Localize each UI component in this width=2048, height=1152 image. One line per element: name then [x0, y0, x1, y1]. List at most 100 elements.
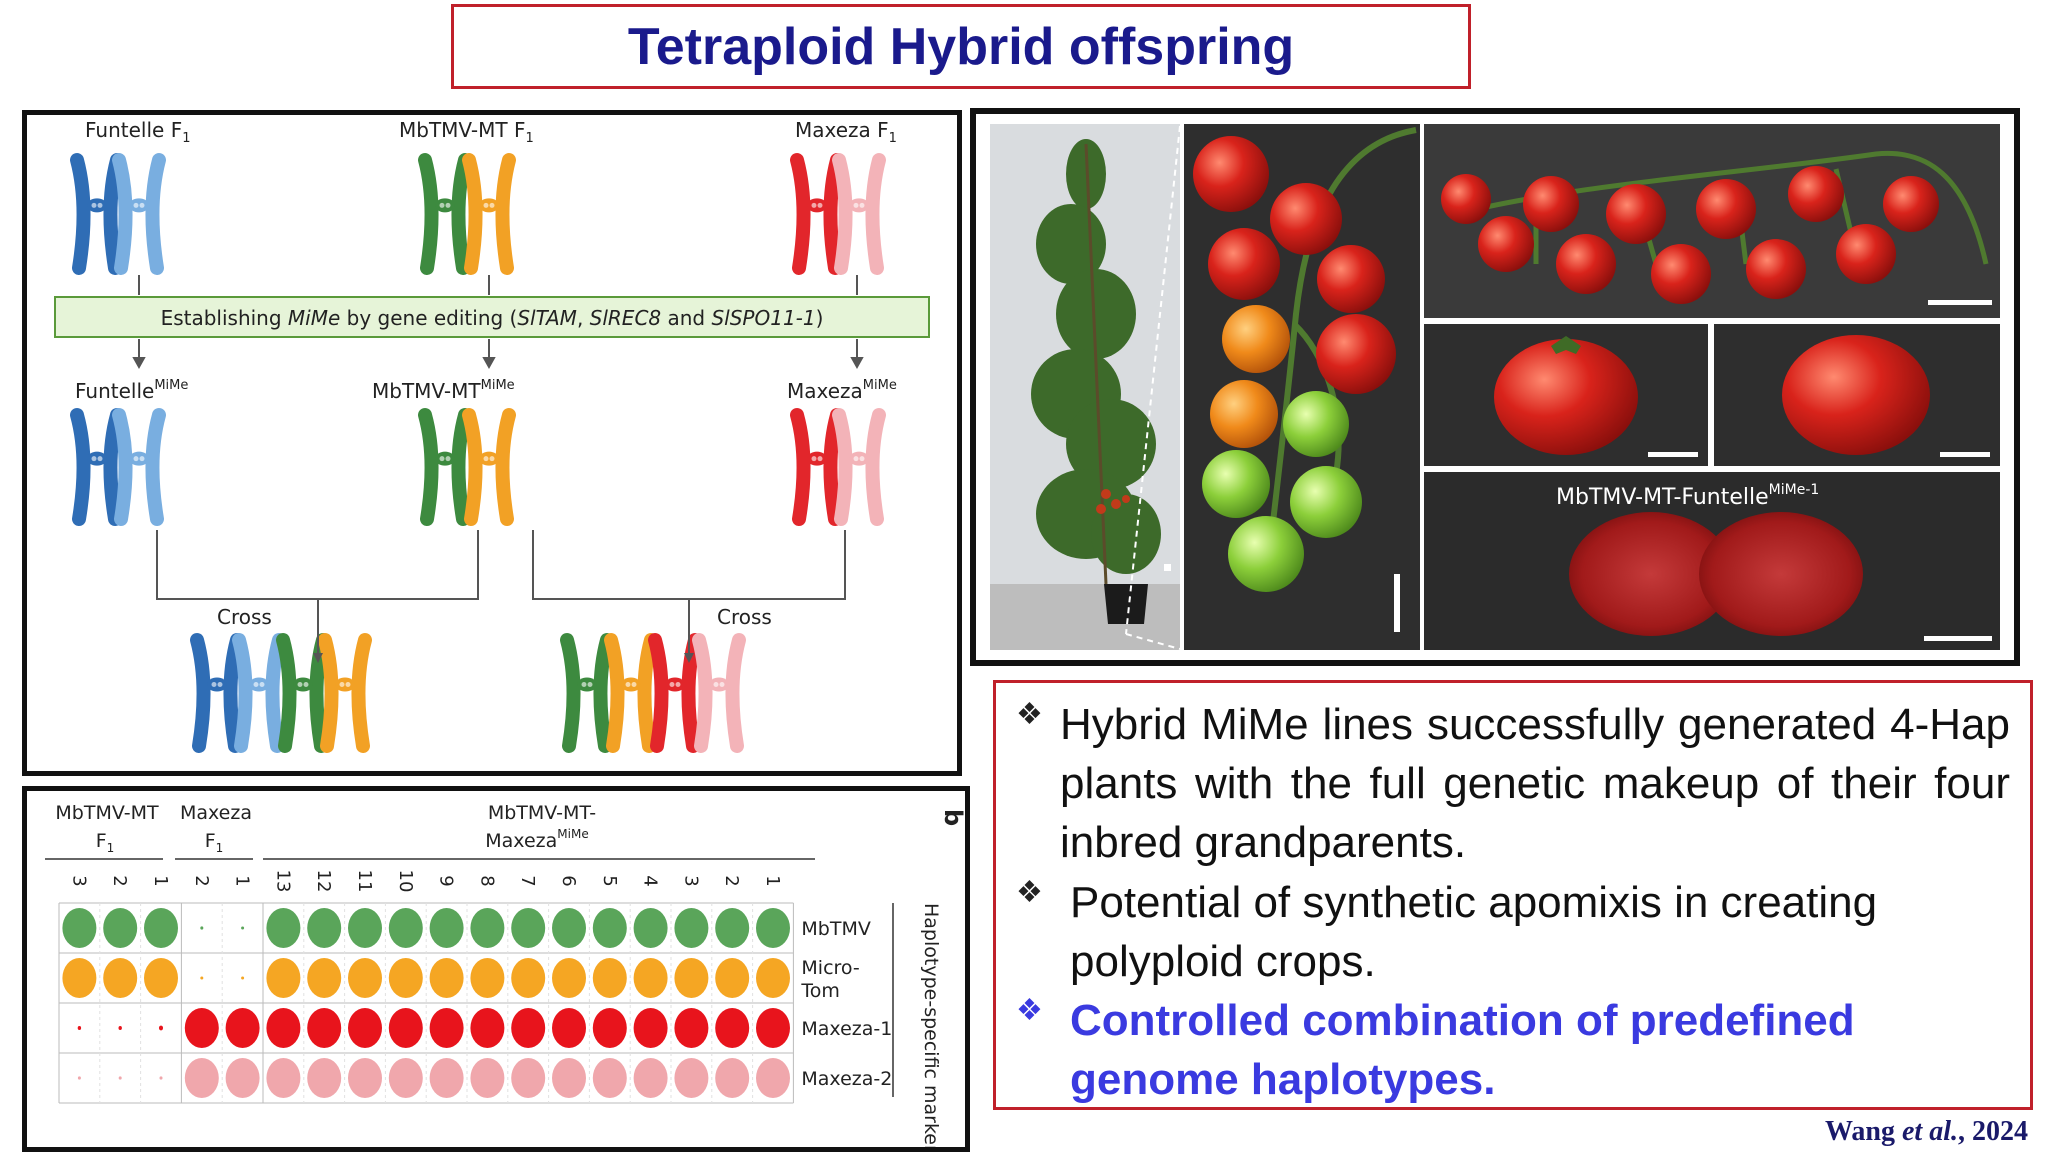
- plant-foliage: [1031, 139, 1161, 574]
- column-label: 3: [68, 875, 89, 886]
- marker-dot: [633, 1058, 668, 1098]
- cross-lines: [156, 530, 846, 655]
- marker-dot: [511, 1058, 546, 1098]
- group-label-hybrid: MbTMV-MT-: [488, 802, 596, 824]
- chromosome-offspring-5: [604, 633, 658, 753]
- marker-dot: [511, 958, 546, 998]
- group-label-maxeza-f1: Maxeza: [180, 802, 252, 824]
- marker-dot: [266, 1058, 301, 1098]
- marker-dot: [144, 908, 178, 948]
- bullet-item-1: ❖ Hybrid MiMe lines successfully generat…: [1016, 695, 2010, 872]
- row-label: Micro-: [801, 957, 859, 979]
- bullet-text-3: Controlled combination of predefined gen…: [1070, 996, 1855, 1104]
- marker-dot: [511, 1008, 546, 1048]
- chromosome-parent-5: [832, 153, 886, 275]
- marker-dot: [429, 958, 464, 998]
- marker-dot: [388, 908, 423, 948]
- chromosome-parent-2: [418, 153, 472, 275]
- marker-dot: [756, 1058, 790, 1098]
- column-label: 1: [762, 875, 783, 886]
- chromosome-parent-1: [112, 153, 166, 275]
- row-label: Maxeza-1: [801, 1018, 892, 1040]
- column-label: 13: [272, 870, 293, 893]
- chromosome-mime-0: [70, 408, 124, 526]
- marker-dot: [307, 908, 342, 948]
- marker-dot: [715, 958, 750, 998]
- row-label: MbTMV: [801, 918, 870, 940]
- chromosome-offspring-1: [232, 633, 286, 753]
- marker-dot: [592, 908, 627, 948]
- column-label: 1: [150, 875, 171, 886]
- marker-dot: [633, 1008, 668, 1048]
- marker-dot: [715, 1058, 750, 1098]
- marker-dot: [429, 908, 464, 948]
- column-label: 4: [640, 875, 661, 886]
- marker-dot: [144, 958, 178, 998]
- tomato-photos: MbTMV-MT-FuntelleMiMe-1: [990, 124, 2000, 650]
- marker-dot: [200, 976, 204, 980]
- column-label: 3: [680, 875, 701, 886]
- mime-label-maxeza: MaxezaMiMe: [787, 378, 897, 403]
- tomato-photo-panel: MbTMV-MT-FuntelleMiMe-1: [970, 108, 2020, 666]
- marker-dot: [103, 958, 138, 998]
- mime-label-mbtmv: MbTMV-MTMiMe: [372, 378, 515, 403]
- marker-dot: [266, 1008, 301, 1048]
- cross-arrow-right: [684, 653, 694, 663]
- marker-dot: [552, 908, 586, 948]
- chromosome-mime-1: [112, 408, 166, 526]
- marker-dot: [715, 1008, 750, 1048]
- marker-dot: [348, 1008, 382, 1048]
- marker-dot: [674, 958, 709, 998]
- marker-dot: [388, 958, 423, 998]
- editing-box: [54, 296, 930, 338]
- side-label-markers: Haplotype-specific markers: [920, 903, 942, 1147]
- haplotype-dot-grid: MbTMV-MT F1 Maxeza F1 MbTMV-MT- MaxezaMi…: [45, 802, 967, 1152]
- marker-dot: [77, 1026, 82, 1030]
- panel-letter-b: b: [939, 809, 965, 826]
- editing-arrows: [132, 275, 864, 370]
- bullet-diamond-icon: ❖: [1016, 876, 1043, 909]
- marker-dot: [633, 958, 668, 998]
- group-label-mbtmv-f1-gen: F1: [96, 830, 115, 855]
- marker-dot: [225, 1058, 260, 1098]
- breeding-scheme-panel: Funtelle F1 MbTMV-MT F1 Maxeza F1 Establ…: [22, 110, 962, 776]
- chromosome-offspring-0: [190, 633, 244, 753]
- parent-label-mbtmv: MbTMV-MT F1: [399, 118, 534, 146]
- citation-author: Wang: [1824, 1116, 1902, 1147]
- chromosome-parent-0: [70, 153, 124, 275]
- bullet-diamond-icon: ❖: [1016, 698, 1043, 731]
- citation-year: , 2024: [1958, 1116, 2028, 1147]
- group-label-maxeza-f1-gen: F1: [205, 830, 224, 855]
- marker-dot: [674, 908, 709, 948]
- marker-dot: [470, 958, 505, 998]
- cross-label-right: Cross: [717, 605, 772, 629]
- marker-dot: [159, 1076, 163, 1080]
- chromosome-mime-4: [790, 408, 844, 526]
- chromosome-offspring-7: [692, 633, 746, 753]
- chromosome-mime-2: [418, 408, 472, 526]
- marker-dot: [77, 1076, 81, 1080]
- marker-dot: [307, 1008, 342, 1048]
- marker-dot: [674, 1008, 709, 1048]
- marker-dot: [756, 958, 790, 998]
- marker-dot: [348, 958, 382, 998]
- chromosome-offspring-3: [318, 633, 372, 753]
- column-label: 12: [313, 870, 334, 893]
- editing-box-text: Establishing MiMe by gene editing (SlTAM…: [161, 306, 824, 330]
- parent-label-maxeza: Maxeza F1: [795, 118, 897, 146]
- row-label: Tom: [800, 980, 840, 1002]
- chromosome-mime-5: [832, 408, 886, 526]
- marker-dot: [241, 976, 245, 980]
- column-label: 2: [721, 875, 742, 886]
- column-label: 7: [517, 875, 538, 886]
- marker-dot: [470, 908, 505, 948]
- marker-dot: [756, 1008, 790, 1048]
- cross-arrow-left: [313, 653, 323, 663]
- marker-dot: [552, 1058, 586, 1098]
- marker-dot: [470, 1058, 505, 1098]
- marker-dot: [307, 1058, 342, 1098]
- marker-dot: [592, 1008, 627, 1048]
- citation: Wang et al., 2024: [1825, 1116, 2028, 1148]
- marker-dot: [388, 1008, 423, 1048]
- marker-dot: [674, 1058, 709, 1098]
